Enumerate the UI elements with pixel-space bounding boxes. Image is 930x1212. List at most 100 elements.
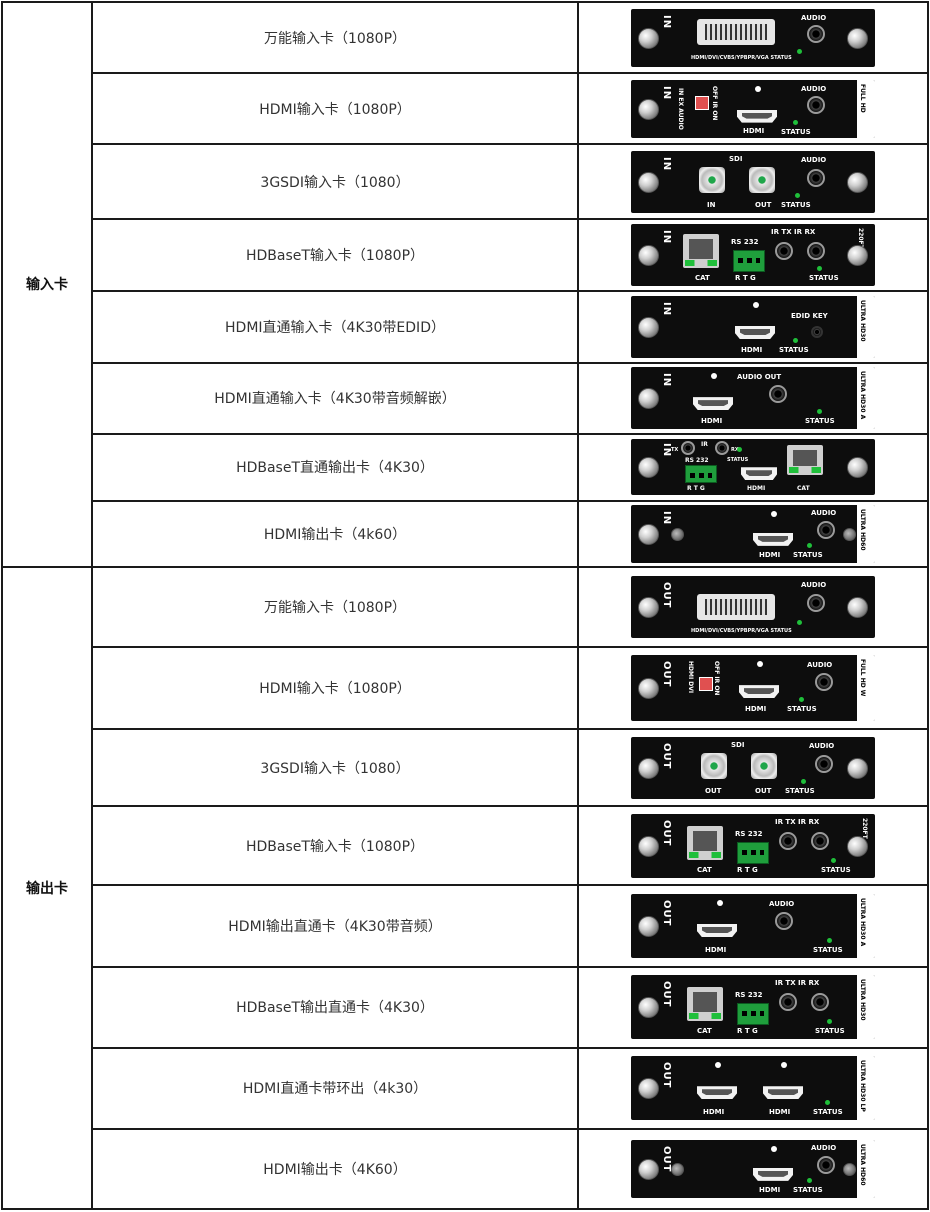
cat-label: CAT <box>697 865 712 874</box>
hdmi-label: HDMI <box>759 1185 781 1194</box>
screw-icon <box>638 171 659 193</box>
card-name: 万能输入卡（1080P） <box>91 565 579 649</box>
audio-jack-icon <box>769 385 787 404</box>
card-panel: OUT SDI OUT OUT AUDIO STATUS <box>631 736 875 799</box>
card-name: HDMI直通输入卡（4K30带音频解嵌） <box>91 361 579 435</box>
table-row: 输入卡 万能输入卡（1080P） IN AUDIO HDMI/DVI/CVBS/… <box>1 0 929 568</box>
direction-label: IN <box>661 373 672 388</box>
table-row: HDBaseT输出直通卡（4K30） OUT CAT RS 232 R T G … <box>2 965 929 1049</box>
hdmi-label: HDMI <box>701 417 723 426</box>
hdmi-port-icon <box>693 397 733 411</box>
ir-tx-jack-icon <box>779 831 797 850</box>
small-screw-icon <box>843 527 856 541</box>
terminal-block-icon <box>733 250 765 273</box>
card-image-cell: IN CAT RS 232 R T G IR TX IR RX STATUS 2… <box>577 218 929 293</box>
hdmi-label: HDMI <box>747 485 766 493</box>
status-led-icon <box>825 1100 830 1106</box>
format-label: 220FT <box>861 817 868 839</box>
card-name: 3GSDI输入卡（1080） <box>91 143 579 221</box>
audio-label: AUDIO <box>801 580 827 589</box>
screw-icon <box>847 835 868 857</box>
small-screw-icon <box>671 527 684 541</box>
format-badge: FULL HD W <box>857 655 875 722</box>
screw-icon <box>638 316 659 338</box>
card-panel: IN CAT RS 232 R T G IR TX IR RX STATUS 2… <box>631 224 875 287</box>
table-row: HDMI输入卡（1080P） OUT HDMI DVI OFF IR ON HD… <box>2 645 929 731</box>
card-image-cell: IN IN EX AUDIO OFF IR ON HDMI AUDIO STAT… <box>577 72 929 146</box>
screw-icon <box>638 27 659 49</box>
dip-switch-icon <box>699 677 713 692</box>
direction-label: IN <box>661 510 672 525</box>
direction-label: OUT <box>661 1145 672 1173</box>
hdmi-port-icon <box>735 325 775 339</box>
status-led-icon <box>827 937 832 943</box>
indicator-icon <box>757 661 763 668</box>
card-name: HDMI直通卡带环出（4k30） <box>91 1046 579 1130</box>
direction-label: OUT <box>661 581 672 609</box>
hdmi-label: HDMI <box>769 1108 791 1117</box>
status-label: STATUS <box>793 1185 823 1194</box>
screw-icon <box>847 171 868 193</box>
hdmi-port-icon <box>737 109 777 123</box>
card-panel: IN HDMI EDID KEY STATUS ULTRA HD30 <box>631 295 875 358</box>
ir-rx-jack-icon <box>811 831 829 850</box>
status-label: STATUS <box>813 1108 843 1117</box>
hdmi-label: HDMI <box>743 126 765 135</box>
ir-label: IR TX IR RX <box>771 228 816 237</box>
group-label-input: 输入卡 <box>1 1 93 568</box>
screw-icon <box>638 596 659 618</box>
direction-label: OUT <box>661 661 672 688</box>
rx-label: RX <box>731 447 739 454</box>
audio-jack-icon <box>807 593 825 612</box>
table-row: 输出卡 万能输入卡（1080P） OUT AUDIO HDMI/DVI/CVBS… <box>1 565 929 1211</box>
table-row: HDMI输入卡（1080P） IN IN EX AUDIO OFF IR ON … <box>2 72 929 146</box>
card-image-cell: IN HDMI AUDIO STATUS ULTRA HD60 <box>577 499 929 568</box>
rj45-port-icon <box>683 234 719 269</box>
switch-caption: OFF IR ON <box>713 661 720 696</box>
status-led-icon <box>793 119 798 125</box>
ir-tx-jack-icon <box>681 441 695 456</box>
direction-label: IN <box>661 230 672 245</box>
status-led-icon <box>793 337 798 343</box>
screw-icon <box>847 27 868 49</box>
audio-jack-icon <box>807 168 825 187</box>
group-label-output: 输出卡 <box>1 565 93 1211</box>
bnc-label: OUT <box>755 786 772 795</box>
card-panel: IN TX IR RX RS 232 R T G STATUS HDMI CAT <box>631 439 875 496</box>
status-label: STATUS <box>781 200 811 209</box>
table-row: HDMI输出卡（4k60） IN HDMI AUDIO STATUS ULTRA… <box>2 499 929 568</box>
screw-icon <box>638 835 659 857</box>
rtg-label: R T G <box>687 485 705 493</box>
card-name: HDMI输出卡（4K60） <box>91 1127 579 1211</box>
format-badge: ULTRA HD30 LP <box>857 1056 875 1121</box>
card-image-cell: OUT SDI OUT OUT AUDIO STATUS <box>577 728 929 808</box>
format-badge: ULTRA HD60 <box>857 1139 875 1198</box>
screw-icon <box>638 1158 659 1180</box>
card-panel: IN HDMI AUDIO OUT STATUS ULTRA HD30 A <box>631 367 875 430</box>
indicator-icon <box>755 85 761 92</box>
cat-label: CAT <box>695 274 710 283</box>
card-panel: IN HDMI AUDIO STATUS ULTRA HD60 <box>631 504 875 563</box>
card-image-cell: OUT HDMI DVI OFF IR ON HDMI AUDIO STATUS… <box>577 645 929 731</box>
card-panel: OUT HDMI AUDIO STATUS ULTRA HD60 <box>631 1139 875 1198</box>
screw-icon <box>638 457 659 479</box>
table-row: HDBaseT直通输出卡（4K30） IN TX IR RX RS 232 R … <box>2 432 929 502</box>
status-label: STATUS <box>813 945 843 954</box>
card-panel: OUT HDMI DVI OFF IR ON HDMI AUDIO STATUS… <box>631 655 875 722</box>
terminal-block-icon <box>737 841 769 864</box>
terminal-block-icon <box>685 465 717 484</box>
edid-key-label: EDID KEY <box>791 311 828 320</box>
card-panel: OUT CAT RS 232 R T G IR TX IR RX STATUS … <box>631 813 875 878</box>
hdmi-label: HDMI <box>759 550 781 559</box>
rtg-label: R T G <box>737 1027 758 1036</box>
indicator-icon <box>771 510 777 517</box>
card-image-cell: OUT HDMI HDMI STATUS ULTRA HD30 LP <box>577 1046 929 1130</box>
edid-key-button <box>811 325 823 338</box>
card-image-cell: OUT HDMI AUDIO STATUS ULTRA HD30 A <box>577 884 929 968</box>
status-label: STATUS <box>809 274 839 283</box>
hdmi-label: HDMI <box>741 345 763 354</box>
direction-label: IN <box>661 85 672 100</box>
bnc-connector-icon <box>749 166 775 193</box>
hdmi-label: HDMI <box>745 705 767 714</box>
audio-jack-icon <box>775 911 793 930</box>
